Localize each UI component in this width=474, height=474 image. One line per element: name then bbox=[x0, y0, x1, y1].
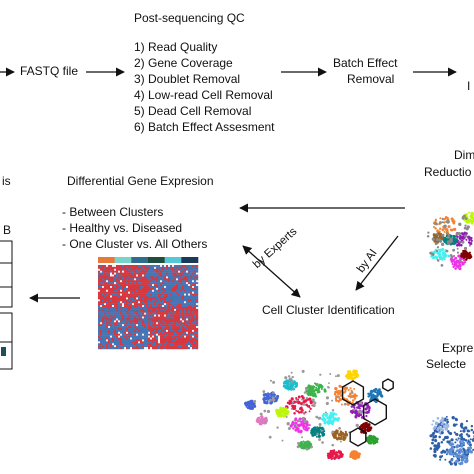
dim-reduction-plot bbox=[426, 211, 474, 271]
heatmap-group-bar bbox=[114, 257, 132, 263]
left-cut-label-is: is bbox=[2, 174, 11, 188]
dim-reduction-label-2: Reductio bbox=[424, 165, 472, 179]
cluster-identification-plot bbox=[244, 369, 394, 461]
qc-title: Post-sequencing QC bbox=[134, 11, 245, 25]
arrow-by-ai bbox=[355, 235, 399, 291]
cluster-hexagon-outline bbox=[341, 380, 365, 406]
cluster-hexagon-outline bbox=[349, 427, 367, 447]
qc-step: 5) Dead Cell Removal bbox=[134, 104, 252, 118]
heatmap-group-bar bbox=[181, 257, 199, 263]
qc-step: 3) Doublet Removal bbox=[134, 72, 241, 86]
fastq-file-label: FASTQ file bbox=[20, 64, 79, 78]
right-cut-label-top: I bbox=[467, 79, 471, 93]
heatmap-group-bar bbox=[131, 257, 149, 263]
qc-step: 6) Batch Effect Assesment bbox=[134, 120, 275, 134]
dge-item: - One Cluster vs. All Others bbox=[62, 237, 208, 251]
left-cut-label-b: B bbox=[3, 223, 12, 237]
expression-selected-label-1: Expre bbox=[442, 341, 474, 355]
qc-step: 1) Read Quality bbox=[134, 40, 218, 54]
heatmap-group-bar bbox=[164, 257, 182, 263]
dge-item: - Healthy vs. Diseased bbox=[62, 221, 183, 235]
cluster-hexagon-outline bbox=[363, 398, 387, 426]
qc-step: 4) Low-read Cell Removal bbox=[134, 88, 273, 102]
dim-reduction-label-1: Dim bbox=[454, 148, 474, 162]
heatmap-group-bar bbox=[98, 257, 115, 263]
expression-selected-label-2: Selecte bbox=[426, 357, 467, 371]
heatmap-group-bar bbox=[148, 257, 165, 263]
cell-cluster-identification-label: Cell Cluster Identification bbox=[262, 303, 395, 317]
dge-item: - Between Clusters bbox=[62, 205, 164, 219]
batch-effect-label-1: Batch Effect bbox=[333, 56, 398, 70]
batch-effect-label-2: Removal bbox=[347, 72, 395, 86]
left-table-mark bbox=[1, 347, 6, 356]
qc-step: 2) Gene Coverage bbox=[134, 56, 233, 70]
left-table-fragment bbox=[0, 240, 13, 370]
cluster-hexagon-outline bbox=[382, 378, 394, 392]
expression-selected-plot bbox=[429, 415, 474, 466]
arrow-by-experts bbox=[242, 245, 301, 298]
heatmap-cells bbox=[98, 265, 199, 350]
dge-title: Differential Gene Expresion bbox=[67, 174, 214, 188]
